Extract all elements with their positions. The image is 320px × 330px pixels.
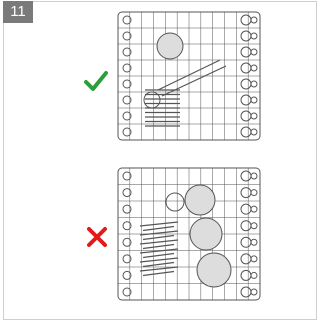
rack-correct [118, 12, 260, 140]
cross-mark-icon [86, 226, 108, 248]
check-mark-icon [83, 70, 109, 92]
rack-incorrect [118, 168, 260, 300]
